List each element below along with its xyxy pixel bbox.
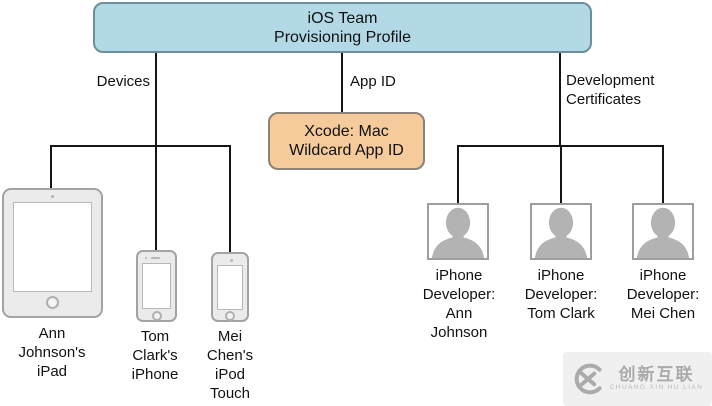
ipod-camera-dot	[230, 259, 233, 262]
person-silhouette-icon	[431, 207, 485, 258]
watermark-text: 创新互联 CHUANG XIN HU LIAN	[610, 366, 703, 392]
connector-ipad-stub	[50, 145, 52, 189]
ipad-illustration	[2, 188, 103, 318]
ipad-owner-label: Ann Johnson's iPad	[18, 325, 86, 380]
connector-devices-horizontal	[50, 145, 231, 147]
person-silhouette-icon	[636, 207, 690, 258]
team-provisioning-profile-node: iOS Team Provisioning Profile	[93, 2, 592, 53]
ipod-home-button	[225, 311, 235, 321]
app-id-branch-label: App ID	[350, 73, 396, 90]
connector-cert1-stub	[457, 145, 459, 203]
person-silhouette-icon	[534, 207, 588, 258]
ipod-touch-illustration	[211, 252, 249, 322]
iphone-speaker-slit	[151, 257, 160, 259]
connector-devices-vertical	[155, 53, 157, 147]
ipad-screen	[13, 202, 92, 292]
iphone-screen	[142, 263, 171, 309]
ipad-home-button	[46, 296, 59, 309]
xcode-wildcard-app-id-node: Xcode: Mac Wildcard App ID	[268, 112, 425, 170]
ipod-screen	[217, 265, 243, 310]
developer-certificate-label-1: iPhone Developer: Ann Johnson	[422, 267, 496, 341]
connector-cert2-stub	[560, 145, 562, 203]
iphone-illustration	[136, 250, 177, 322]
connector-devcerts-vertical	[559, 53, 561, 147]
certificate-portrait-2	[530, 203, 592, 260]
connector-appid-vertical	[341, 53, 343, 112]
development-certificates-branch-label: Development Certificates	[566, 72, 655, 108]
xcode-wildcard-app-id-label: Xcode: Mac Wildcard App ID	[289, 123, 404, 159]
devices-branch-label: Devices	[96, 73, 150, 90]
connector-ipod-stub	[229, 145, 231, 253]
certificate-portrait-3	[632, 203, 694, 260]
connector-cert3-stub	[662, 145, 664, 203]
watermark-subtitle: CHUANG XIN HU LIAN	[609, 384, 704, 391]
chuangxin-logo-icon	[574, 363, 602, 395]
connector-iphone-stub	[155, 145, 157, 251]
iphone-home-button	[152, 311, 162, 321]
iphone-owner-label: Tom Clark's iPhone	[131, 328, 179, 383]
watermark: 创新互联 CHUANG XIN HU LIAN	[563, 352, 712, 406]
watermark-brand: 创新互联	[618, 365, 695, 384]
developer-certificate-label-3: iPhone Developer: Mei Chen	[626, 267, 700, 322]
ipad-camera-dot	[51, 195, 54, 198]
team-provisioning-profile-label: iOS Team Provisioning Profile	[274, 9, 411, 46]
ipod-owner-label: Mei Chen's iPod Touch	[206, 328, 254, 402]
developer-certificate-label-2: iPhone Developer: Tom Clark	[524, 267, 598, 322]
certificate-portrait-1	[427, 203, 489, 260]
iphone-camera-dot	[145, 257, 147, 259]
